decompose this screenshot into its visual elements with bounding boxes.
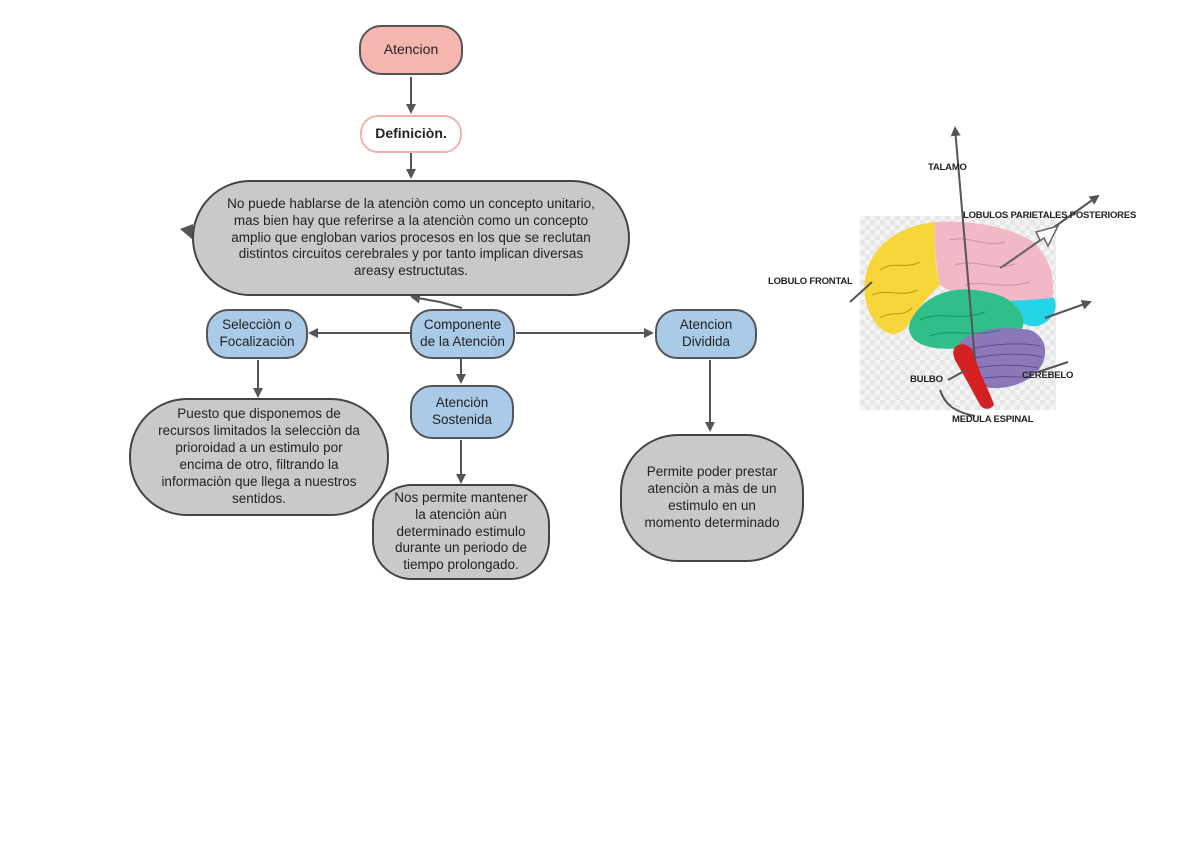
talamo-label: TALAMO bbox=[928, 162, 967, 173]
frontal-label: LOBULO FRONTAL bbox=[768, 276, 853, 287]
medula-label: MEDULA ESPINAL bbox=[952, 414, 1034, 425]
brain-illustration bbox=[849, 126, 1100, 417]
parietales-label: LOBULOS PARIETALES POSTERIORES bbox=[963, 210, 1137, 221]
center-component-node: Componente de la Atenciòn bbox=[410, 309, 515, 359]
talamo-arrow bbox=[950, 126, 976, 361]
title-node: Atencion bbox=[359, 25, 463, 75]
definition-label-node: Definiciòn. bbox=[360, 115, 462, 153]
frontal-pointer bbox=[849, 281, 873, 303]
left-component-node: Selecciòn o Focalizaciòn bbox=[206, 309, 308, 359]
occipital-arrow bbox=[1044, 299, 1092, 319]
right-description-node: Permite poder prestar atenciòn a màs de … bbox=[620, 434, 804, 562]
bulbo-pointer bbox=[947, 369, 967, 381]
brainstem bbox=[953, 344, 994, 409]
left-pointer-mark bbox=[180, 224, 193, 240]
cerebelo-label: CEREBELO bbox=[1022, 370, 1074, 381]
left-description-node: Puesto que disponemos de recursos limita… bbox=[129, 398, 389, 516]
arrow-center-to-definition-text bbox=[410, 293, 463, 309]
parietal-highlight-arrow bbox=[999, 224, 1060, 269]
cerebelo-pointer bbox=[1037, 361, 1069, 373]
middle-component-node: Atenciòn Sostenida bbox=[410, 385, 514, 439]
middle-description-node: Nos permite mantener la atenciòn aùn det… bbox=[372, 484, 550, 580]
frontal-lobe bbox=[864, 222, 940, 334]
bulbo-label: BULBO bbox=[910, 374, 943, 385]
parietal-arrow bbox=[1049, 194, 1100, 231]
medula-pointer bbox=[939, 389, 976, 417]
definition-text-node: No puede hablarse de la atenciòn como un… bbox=[192, 180, 630, 296]
right-component-node: Atencion Dividida bbox=[655, 309, 757, 359]
